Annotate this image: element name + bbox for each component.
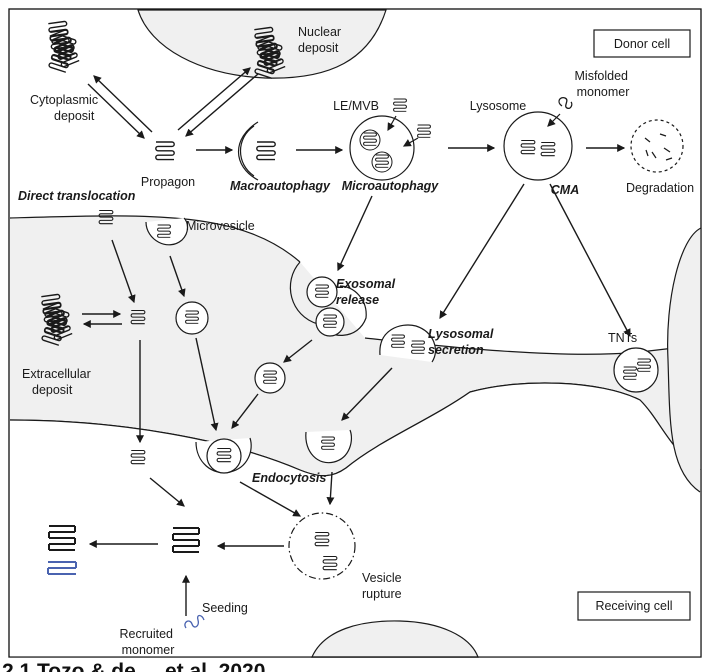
misfolded-monomer-icon (558, 96, 573, 110)
lysosome-organelle (503, 111, 573, 181)
recruited-monomer-icon (184, 614, 205, 629)
recruited-strands (47, 561, 77, 575)
donor-cell-box (593, 29, 691, 58)
misfolded-monomer-label: Misfolded monomer (575, 69, 632, 99)
microvesicle-label: Microvesicle (186, 219, 255, 233)
extracellular-deposit-label: Extracellular deposit (22, 367, 94, 397)
seeding-label: Seeding (202, 601, 248, 615)
exosomal-release-label: Exosomal release (336, 277, 399, 307)
degradation-vesicle (630, 119, 684, 173)
neighbor-cell (667, 227, 702, 493)
lysosome-label: Lysosome (470, 99, 527, 113)
direct-translocation-label: Direct translocation (18, 189, 136, 203)
lysosomal-secretion-label: Lysosomal secretion (428, 327, 497, 357)
macroautophagy-fibril (256, 141, 276, 161)
vesicle-rupture-label: Vesicle rupture (362, 571, 405, 601)
pathway-arrows (82, 67, 631, 616)
nuclear-deposit-label: Nuclear deposit (298, 25, 345, 55)
degradation-label: Degradation (626, 181, 694, 195)
propagon-fibril (155, 141, 175, 161)
degradation-fragments (644, 133, 673, 161)
figure-caption: 2.1 Tozo & de ... et al. 2020 (2, 660, 265, 672)
le-mvb-label: LE/MVB (333, 99, 379, 113)
receiving-cell-label: Receiving cell (595, 599, 672, 613)
macroautophagy-label: Macroautophagy (230, 179, 331, 193)
receiving-cell-box (577, 591, 691, 621)
recruited-monomer-label: Recruited monomer (120, 627, 177, 657)
endocytosis-label: Endocytosis (252, 471, 326, 485)
donor-cell-label: Donor cell (614, 37, 670, 51)
microautophagy-label: Microautophagy (342, 179, 440, 193)
tnts-label: TNTs (608, 331, 637, 345)
cytoplasmic-deposit-aggregate (48, 21, 79, 72)
cytoplasmic-deposit-label: Cytoplasmic deposit (30, 93, 102, 123)
propagon-label: Propagon (141, 175, 195, 189)
cma-label: CMA (551, 183, 579, 197)
